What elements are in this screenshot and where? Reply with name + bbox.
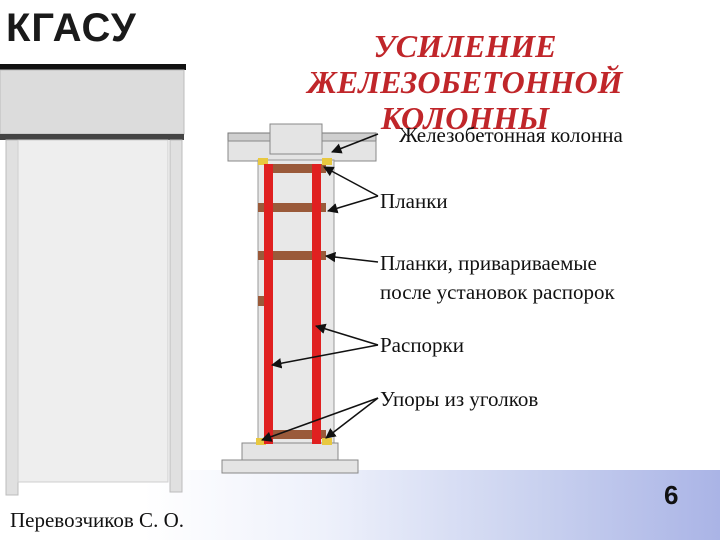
label-angle-stops: Упоры из уголков bbox=[380, 387, 539, 411]
angle-stops bbox=[256, 158, 332, 445]
author-name: Перевозчиков С. О. bbox=[10, 508, 184, 532]
title-line-3: КОЛОННЫ bbox=[380, 100, 550, 136]
page-title: УСИЛЕНИЕ ЖЕЛЕЗОБЕТОННОЙ КОЛОННЫ bbox=[292, 28, 638, 136]
top-slab bbox=[227, 123, 377, 162]
column-base bbox=[221, 442, 359, 474]
leader-arrows bbox=[261, 133, 379, 442]
label-struts: Распорки bbox=[380, 333, 464, 357]
title-line-2: ЖЕЛЕЗОБЕТОННОЙ bbox=[307, 64, 623, 100]
label-concrete-column: Железобетонная колонна bbox=[399, 123, 623, 147]
left-frame-decoration bbox=[0, 64, 186, 496]
page-number: 6 bbox=[664, 480, 679, 510]
label-strips: Планки bbox=[380, 189, 448, 213]
red-struts bbox=[264, 164, 321, 444]
label-welded-strips-line-2: после установок распорок bbox=[380, 280, 615, 304]
label-welded-strips-line-1: Планки, привариваемые bbox=[380, 251, 597, 275]
title-line-1: УСИЛЕНИЕ bbox=[373, 28, 557, 64]
logo: КГАСУ bbox=[6, 6, 137, 50]
steel-strips bbox=[258, 164, 326, 439]
